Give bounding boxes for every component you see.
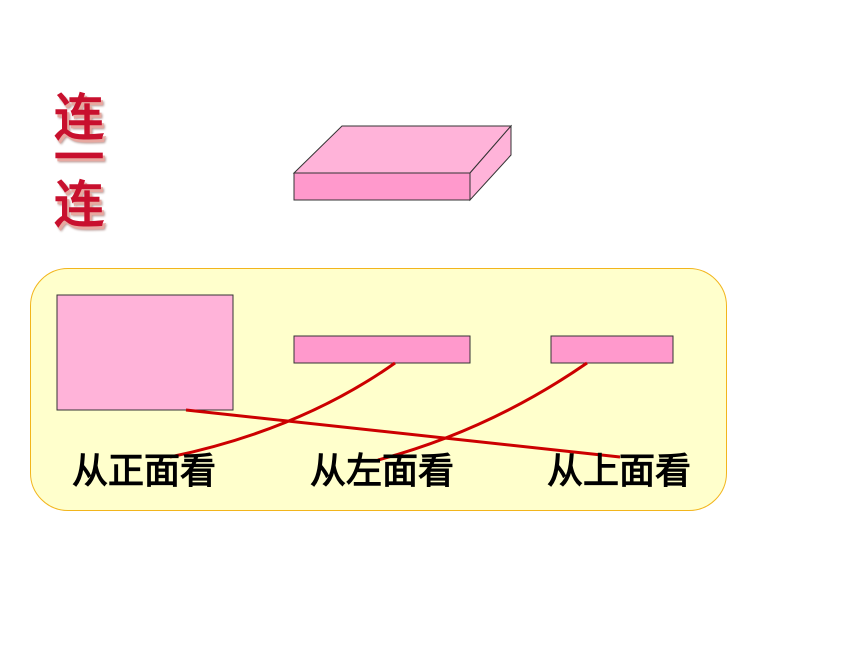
cuboid-3d [292, 124, 513, 202]
label-front-view: 从正面看 [72, 451, 217, 492]
view-long-rect[interactable] [293, 335, 471, 364]
cuboid-front-face [293, 172, 471, 201]
title-char-2: 一 [54, 129, 104, 187]
label-left-view: 从左面看 [310, 451, 455, 492]
connect-line-square-to-top [185, 408, 621, 459]
view-short-rect[interactable] [550, 335, 674, 364]
connect-line-longrect-to-front [169, 361, 396, 459]
label-top-view: 从上面看 [547, 451, 692, 492]
title-char-1: 连 [54, 89, 104, 147]
connect-line-shortrect-to-left [377, 361, 588, 462]
title-char-3: 连 [54, 176, 104, 234]
view-square[interactable] [56, 294, 234, 411]
